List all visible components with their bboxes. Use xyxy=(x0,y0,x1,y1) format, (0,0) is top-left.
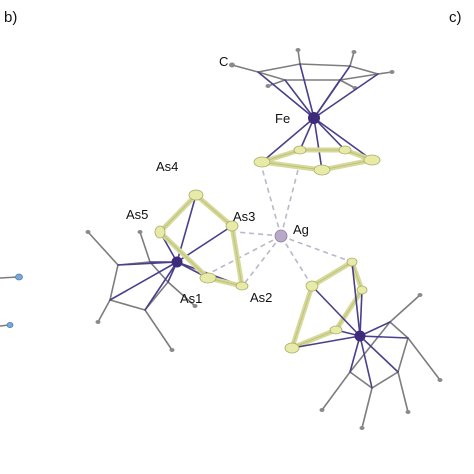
atom-label-as3: As3 xyxy=(233,209,255,224)
fe-atom xyxy=(308,112,320,124)
left-cp-ring xyxy=(85,230,198,352)
panel-label-b: b) xyxy=(4,9,17,26)
left-fe-atom xyxy=(171,256,183,268)
ag-contacts xyxy=(211,167,353,287)
right-as5-ring xyxy=(287,258,365,353)
atom-label-c: C xyxy=(219,54,228,69)
right-as-atoms xyxy=(284,257,368,354)
left-edge-fragment xyxy=(0,273,23,328)
panel-label-c: c) xyxy=(449,9,462,26)
atom-label-as4: As4 xyxy=(156,159,178,174)
atom-label-as2: As2 xyxy=(250,290,272,305)
atom-label-fe: Fe xyxy=(275,111,290,126)
atom-label-as1: As1 xyxy=(180,291,202,306)
right-cp-ring xyxy=(319,293,443,430)
atom-label-as5: As5 xyxy=(126,207,148,222)
atom-label-ag: Ag xyxy=(293,222,309,237)
right-fe-atom xyxy=(354,330,366,342)
top-as5-ring xyxy=(253,145,382,176)
left-as5-ring xyxy=(154,189,249,291)
right-fe-bonds xyxy=(291,261,409,389)
top-cp-ring xyxy=(229,48,395,90)
ag-atom xyxy=(274,229,288,243)
